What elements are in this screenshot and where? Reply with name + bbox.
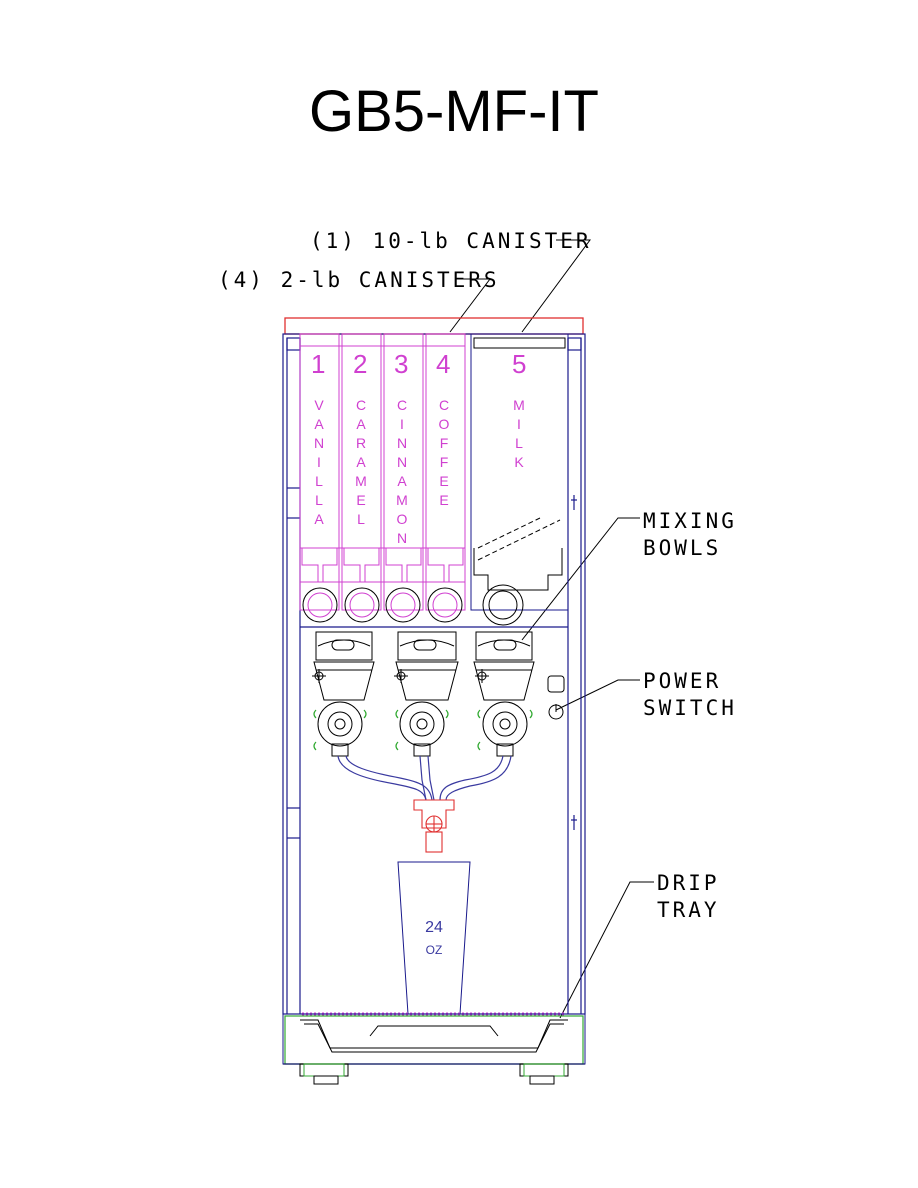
canister-2-label-letter: A <box>356 454 366 470</box>
drip-tray <box>282 1012 586 1085</box>
canister-3-number: 3 <box>394 349 408 379</box>
canister-4-label-letter: F <box>440 454 449 470</box>
canister-4-label-letter: F <box>440 435 449 451</box>
small-canisters <box>299 333 466 611</box>
cup-unit: OZ <box>426 943 443 957</box>
canister-4-label-letter: C <box>439 397 449 413</box>
canister-4 <box>425 333 466 611</box>
canister-1-label-letter: I <box>317 454 321 470</box>
leader-10lb <box>521 239 591 333</box>
dispense-nozzle <box>413 799 455 853</box>
cup-size: 24 <box>425 919 443 936</box>
canister-4-label-letter: O <box>439 416 450 432</box>
canister-3-label-letter: A <box>397 473 407 489</box>
canister-2-label-letter: R <box>356 435 366 451</box>
canister-labels: 1 2 3 4 5 VANILLACARAMELCINNAMONCOFFEEMI… <box>311 349 526 546</box>
leader-power-switch <box>555 679 640 711</box>
canister-1-label-letter: A <box>314 511 324 527</box>
canister-4-label-letter: E <box>439 492 448 508</box>
cup: 24 OZ <box>397 861 471 1015</box>
canister-3 <box>383 333 424 611</box>
callout-2lb-canisters: (4) 2-lb CANISTERS <box>218 268 500 292</box>
callout-drip-tray-line2: TRAY <box>657 898 720 922</box>
canister-2-label-letter: A <box>356 416 366 432</box>
canister-3-label-letter: N <box>397 454 407 470</box>
callout-power-switch-line1: POWER <box>643 669 721 693</box>
leader-drip-tray <box>559 881 654 1019</box>
mixing-bowls <box>302 584 565 757</box>
canister-3-label-letter: M <box>396 492 408 508</box>
canister-1-label-letter: L <box>315 473 323 489</box>
callout-mixing-bowls-line2: BOWLS <box>643 536 721 560</box>
canister-3-label-letter: N <box>397 530 407 546</box>
canister-2-number: 2 <box>353 349 367 379</box>
canister-3-label-letter: N <box>397 435 407 451</box>
large-canister <box>470 333 569 611</box>
clips <box>313 709 533 751</box>
canister-5-label-letter: M <box>513 397 525 413</box>
hoses <box>337 755 512 801</box>
model-name: GB5-MF-IT <box>309 79 599 144</box>
page-title: GB5-MF-IT <box>0 78 918 145</box>
canister-1-number: 1 <box>311 349 325 379</box>
lid-outline <box>284 317 584 335</box>
canister-5-label-letter: I <box>517 416 521 432</box>
canister-5-label-letter: L <box>515 435 523 451</box>
leader-mixing-bowls <box>521 517 640 641</box>
canister-1-label-letter: V <box>314 397 324 413</box>
canister-3-label-letter: O <box>397 511 408 527</box>
canister-4-number: 4 <box>436 349 450 379</box>
canister-4-label-letter: E <box>439 473 448 489</box>
canister-2-label-letter: C <box>356 397 366 413</box>
canister-5-label-letter: K <box>514 454 524 470</box>
canister-5-number: 5 <box>512 349 526 379</box>
canister-3-label-letter: C <box>397 397 407 413</box>
leader-lines <box>449 239 654 1019</box>
canister-1-label-letter: N <box>314 435 324 451</box>
canister-1 <box>299 333 340 611</box>
callout-10lb-canister: (1) 10-lb CANISTER <box>310 229 592 253</box>
canister-3-label-letter: I <box>400 416 404 432</box>
leader-2lb <box>449 278 492 333</box>
cabinet-outline <box>282 333 586 1015</box>
callout-mixing-bowls-line1: MIXING <box>643 509 737 533</box>
canister-2-label-letter: L <box>357 511 365 527</box>
canister-2-label-letter: M <box>355 473 367 489</box>
callout-power-switch-line2: SWITCH <box>643 696 737 720</box>
callout-drip-tray-line1: DRIP <box>657 871 720 895</box>
canister-2 <box>341 333 382 611</box>
canister-1-label-letter: A <box>314 416 324 432</box>
canister-2-label-letter: E <box>356 492 365 508</box>
canister-1-label-letter: L <box>315 492 323 508</box>
